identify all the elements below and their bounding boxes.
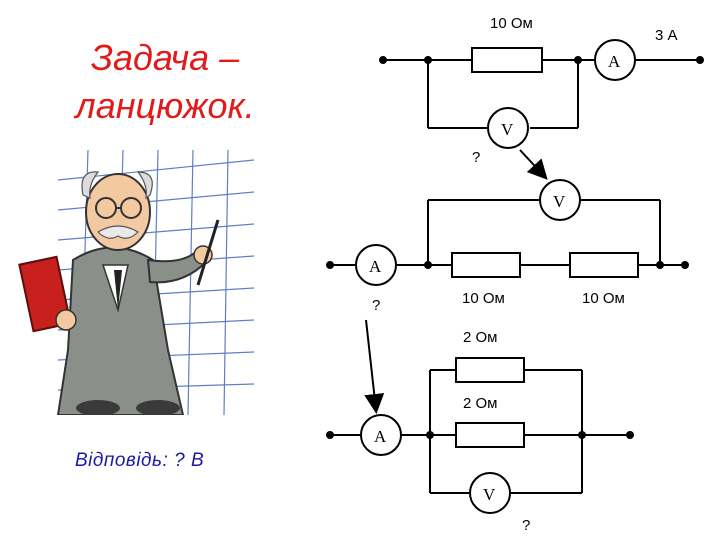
title-line-1: Задача – bbox=[90, 37, 240, 78]
professor-illustration bbox=[18, 150, 254, 415]
unknown-1-label: ? bbox=[472, 149, 480, 166]
resistor-right bbox=[569, 252, 639, 278]
circuit-1 bbox=[379, 39, 704, 149]
resistor-3-top-label: 2 Ом bbox=[463, 329, 498, 346]
slide-title: Задача – ланцюжок. bbox=[40, 34, 290, 130]
unknown-2-label: ? bbox=[372, 297, 380, 314]
resistor-2-right-label: 10 Ом bbox=[582, 290, 625, 307]
circuit-3 bbox=[326, 357, 634, 514]
voltmeter-icon bbox=[487, 107, 529, 149]
resistor-10-ohm bbox=[471, 47, 543, 73]
answer-text: Відповідь: ? В bbox=[75, 450, 205, 471]
resistor-2-left-label: 10 Ом bbox=[462, 290, 505, 307]
resistor-left bbox=[451, 252, 521, 278]
unknown-3-label: ? bbox=[522, 517, 530, 534]
arrow-2 bbox=[364, 319, 385, 414]
arrow-1 bbox=[519, 149, 548, 180]
ammeter-3-letter: A bbox=[374, 427, 387, 446]
voltmeter-2-letter: V bbox=[553, 192, 566, 211]
voltmeter-1-letter: V bbox=[501, 120, 514, 139]
voltmeter-icon bbox=[539, 179, 581, 221]
ammeter-icon bbox=[360, 414, 402, 456]
title-line-2: ланцюжок. bbox=[75, 85, 255, 126]
resistor-1-label: 10 Ом bbox=[490, 15, 533, 32]
circuit-2 bbox=[326, 179, 689, 286]
ammeter-icon bbox=[594, 39, 636, 81]
resistor-bottom bbox=[455, 422, 525, 448]
ammeter-1-letter: A bbox=[608, 52, 621, 71]
ammeter-2-letter: A bbox=[369, 257, 382, 276]
resistor-top bbox=[455, 357, 525, 383]
current-label: 3 А bbox=[655, 27, 678, 44]
voltmeter-3-letter: V bbox=[483, 485, 496, 504]
voltmeter-icon bbox=[469, 472, 511, 514]
resistor-3-bottom-label: 2 Ом bbox=[463, 395, 498, 412]
ammeter-icon bbox=[355, 244, 397, 286]
